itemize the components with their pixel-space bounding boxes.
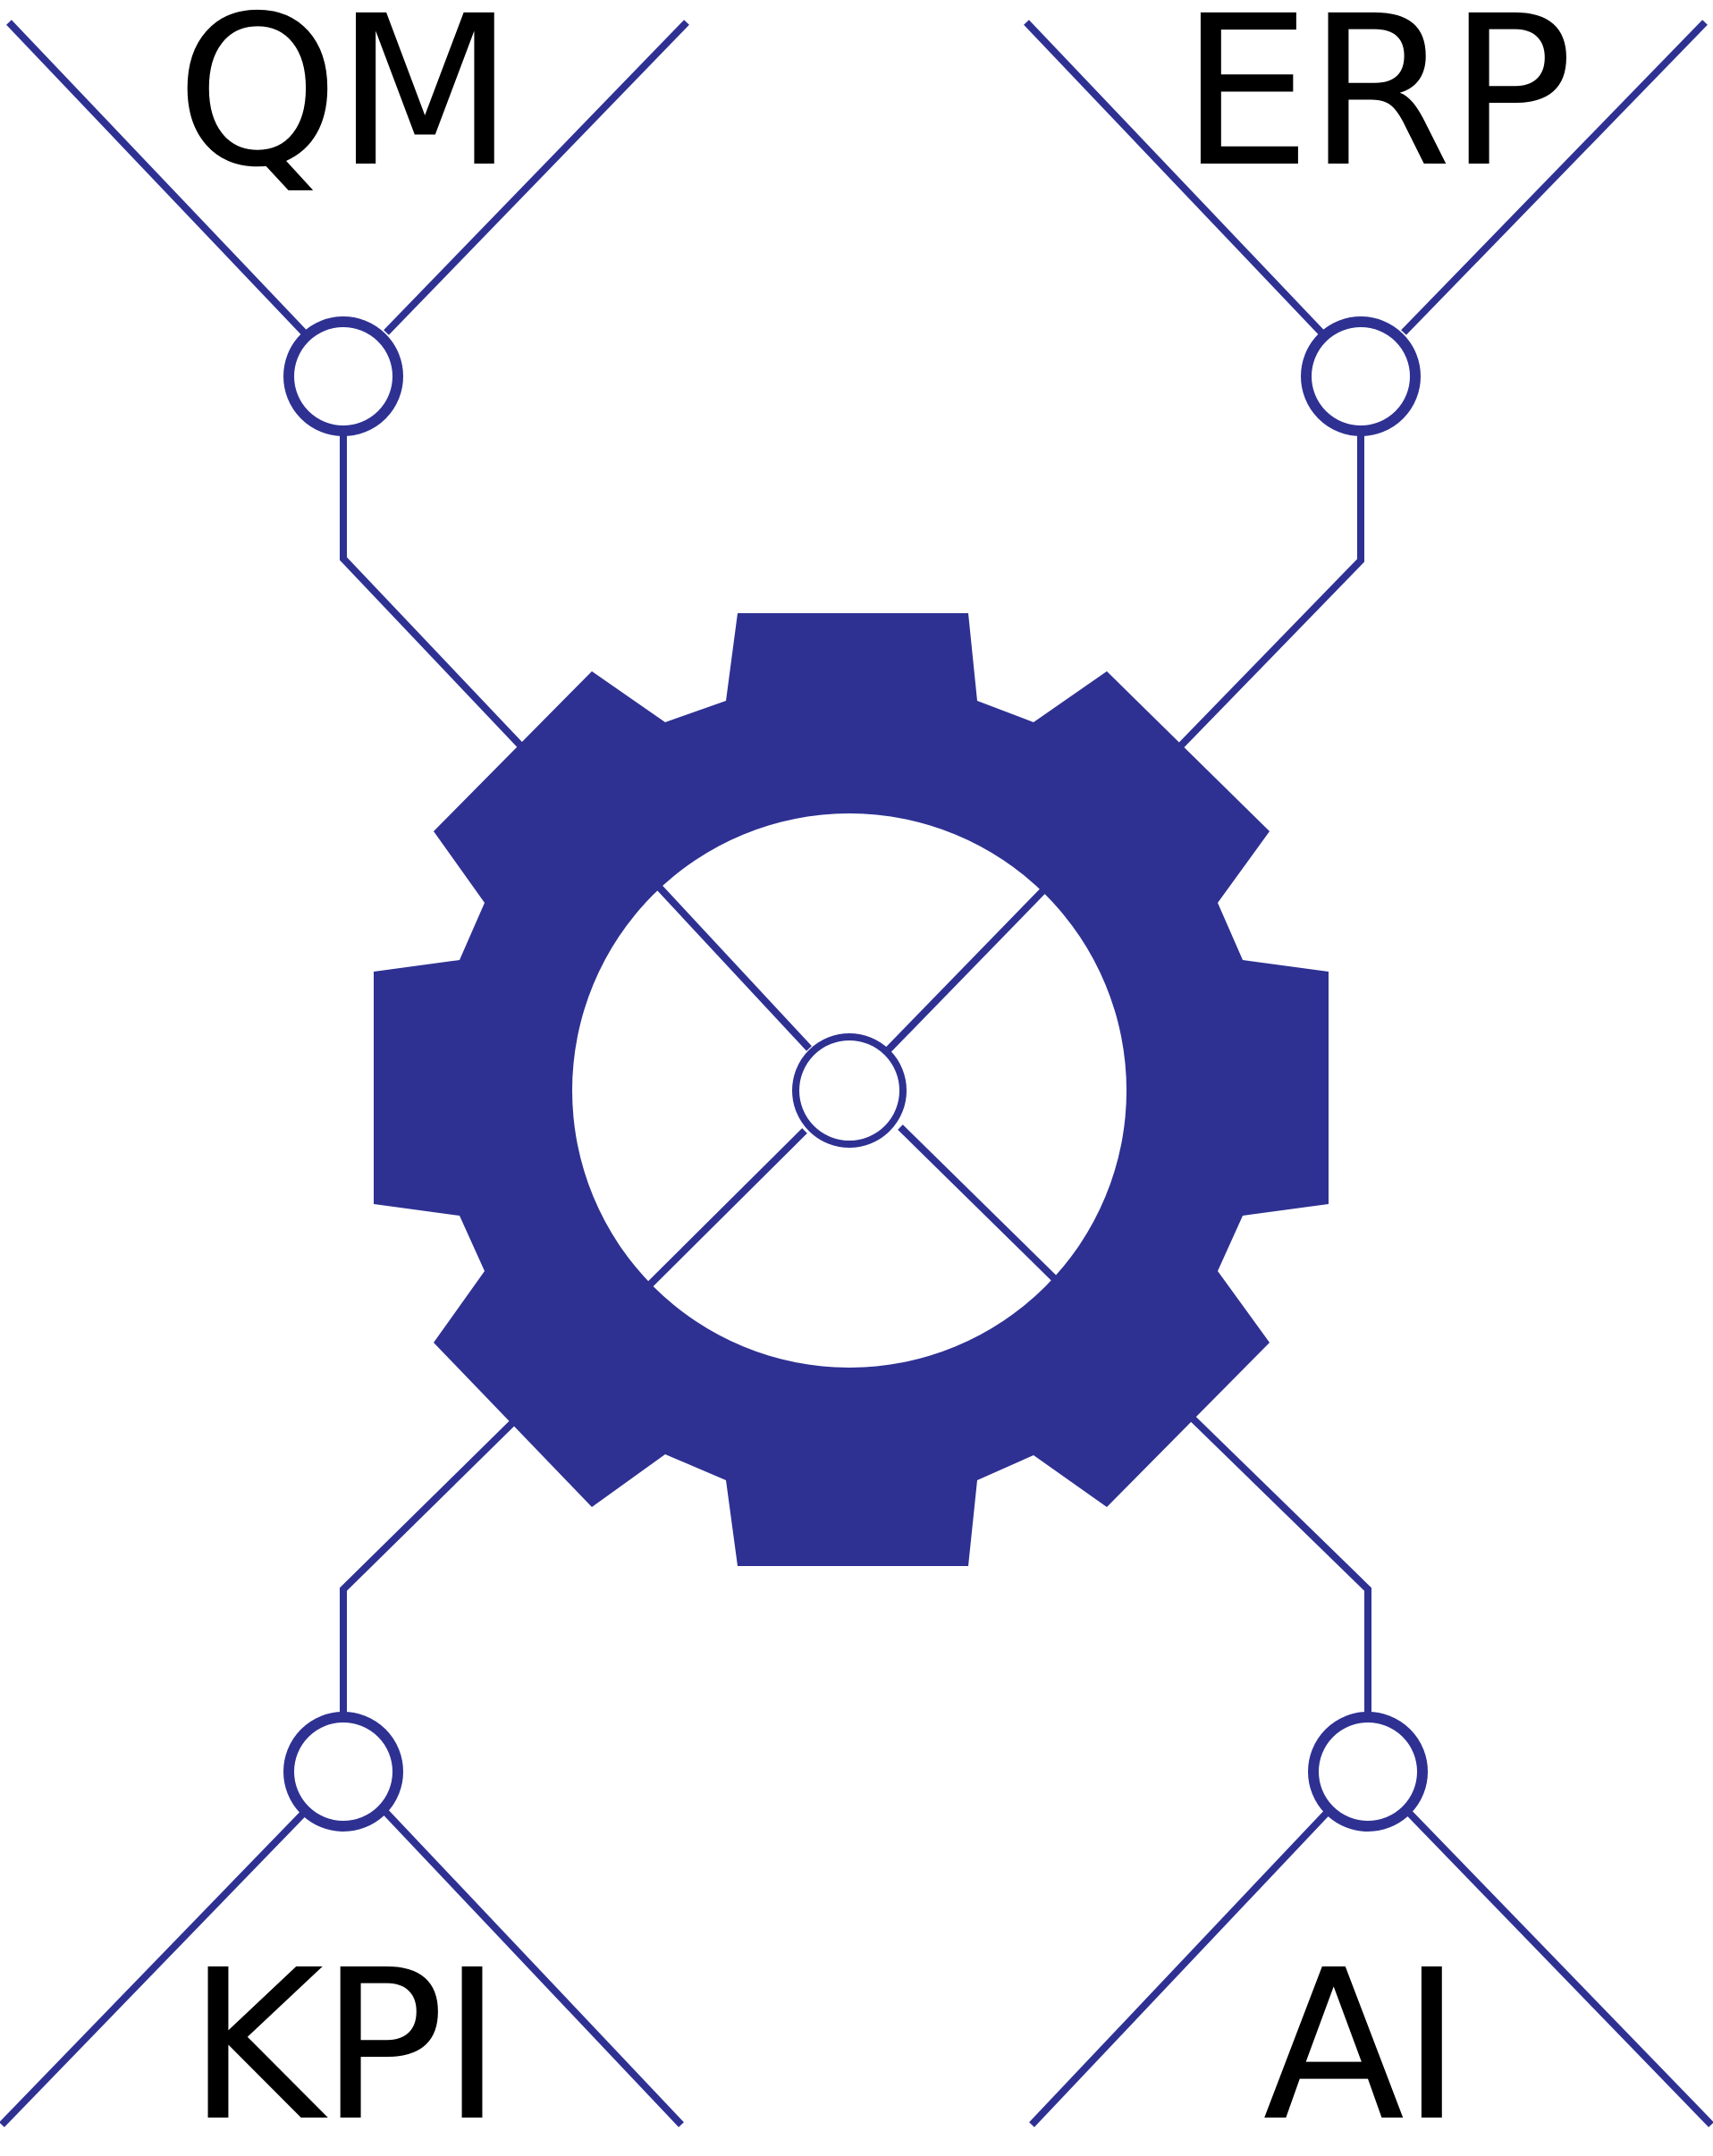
node-qm: [283, 316, 403, 436]
node-kpi: [283, 1712, 403, 1832]
line-kpi-stem: [340, 1419, 517, 1714]
line-ai-right: [1406, 1810, 1713, 2127]
label-ai: AI: [1262, 1925, 1458, 2156]
label-kpi: KPI: [188, 1925, 499, 2156]
line-ai-stem: [1188, 1414, 1371, 1714]
line-kpi-right: [384, 1810, 684, 2127]
node-ai: [1308, 1712, 1428, 1832]
spoke-ne: [885, 885, 1049, 1053]
line-qm-right: [384, 20, 689, 335]
connector-kpi: [0, 1419, 684, 2127]
line-erp-right: [1401, 20, 1708, 335]
gear-body: [374, 613, 1329, 1566]
line-ai-left: [1029, 1810, 1329, 2127]
line-kpi-left: [0, 1810, 307, 2127]
connector-qm: [6, 20, 689, 751]
connector-erp: [1024, 20, 1708, 749]
gear-spokes: [647, 880, 1059, 1287]
gear-icon: [374, 613, 1329, 1566]
label-qm: QM: [176, 0, 511, 213]
spoke-nw: [653, 880, 812, 1051]
line-qm-left: [6, 20, 307, 335]
line-qm-stem: [340, 434, 526, 751]
spoke-se: [898, 1124, 1059, 1284]
hub-node: [792, 1033, 907, 1148]
line-erp-left: [1024, 20, 1324, 335]
spoke-sw: [647, 1128, 807, 1287]
node-erp: [1301, 316, 1421, 436]
connector-ai: [1029, 1414, 1713, 2127]
line-erp-stem: [1177, 434, 1364, 749]
label-erp: ERP: [1180, 0, 1570, 213]
